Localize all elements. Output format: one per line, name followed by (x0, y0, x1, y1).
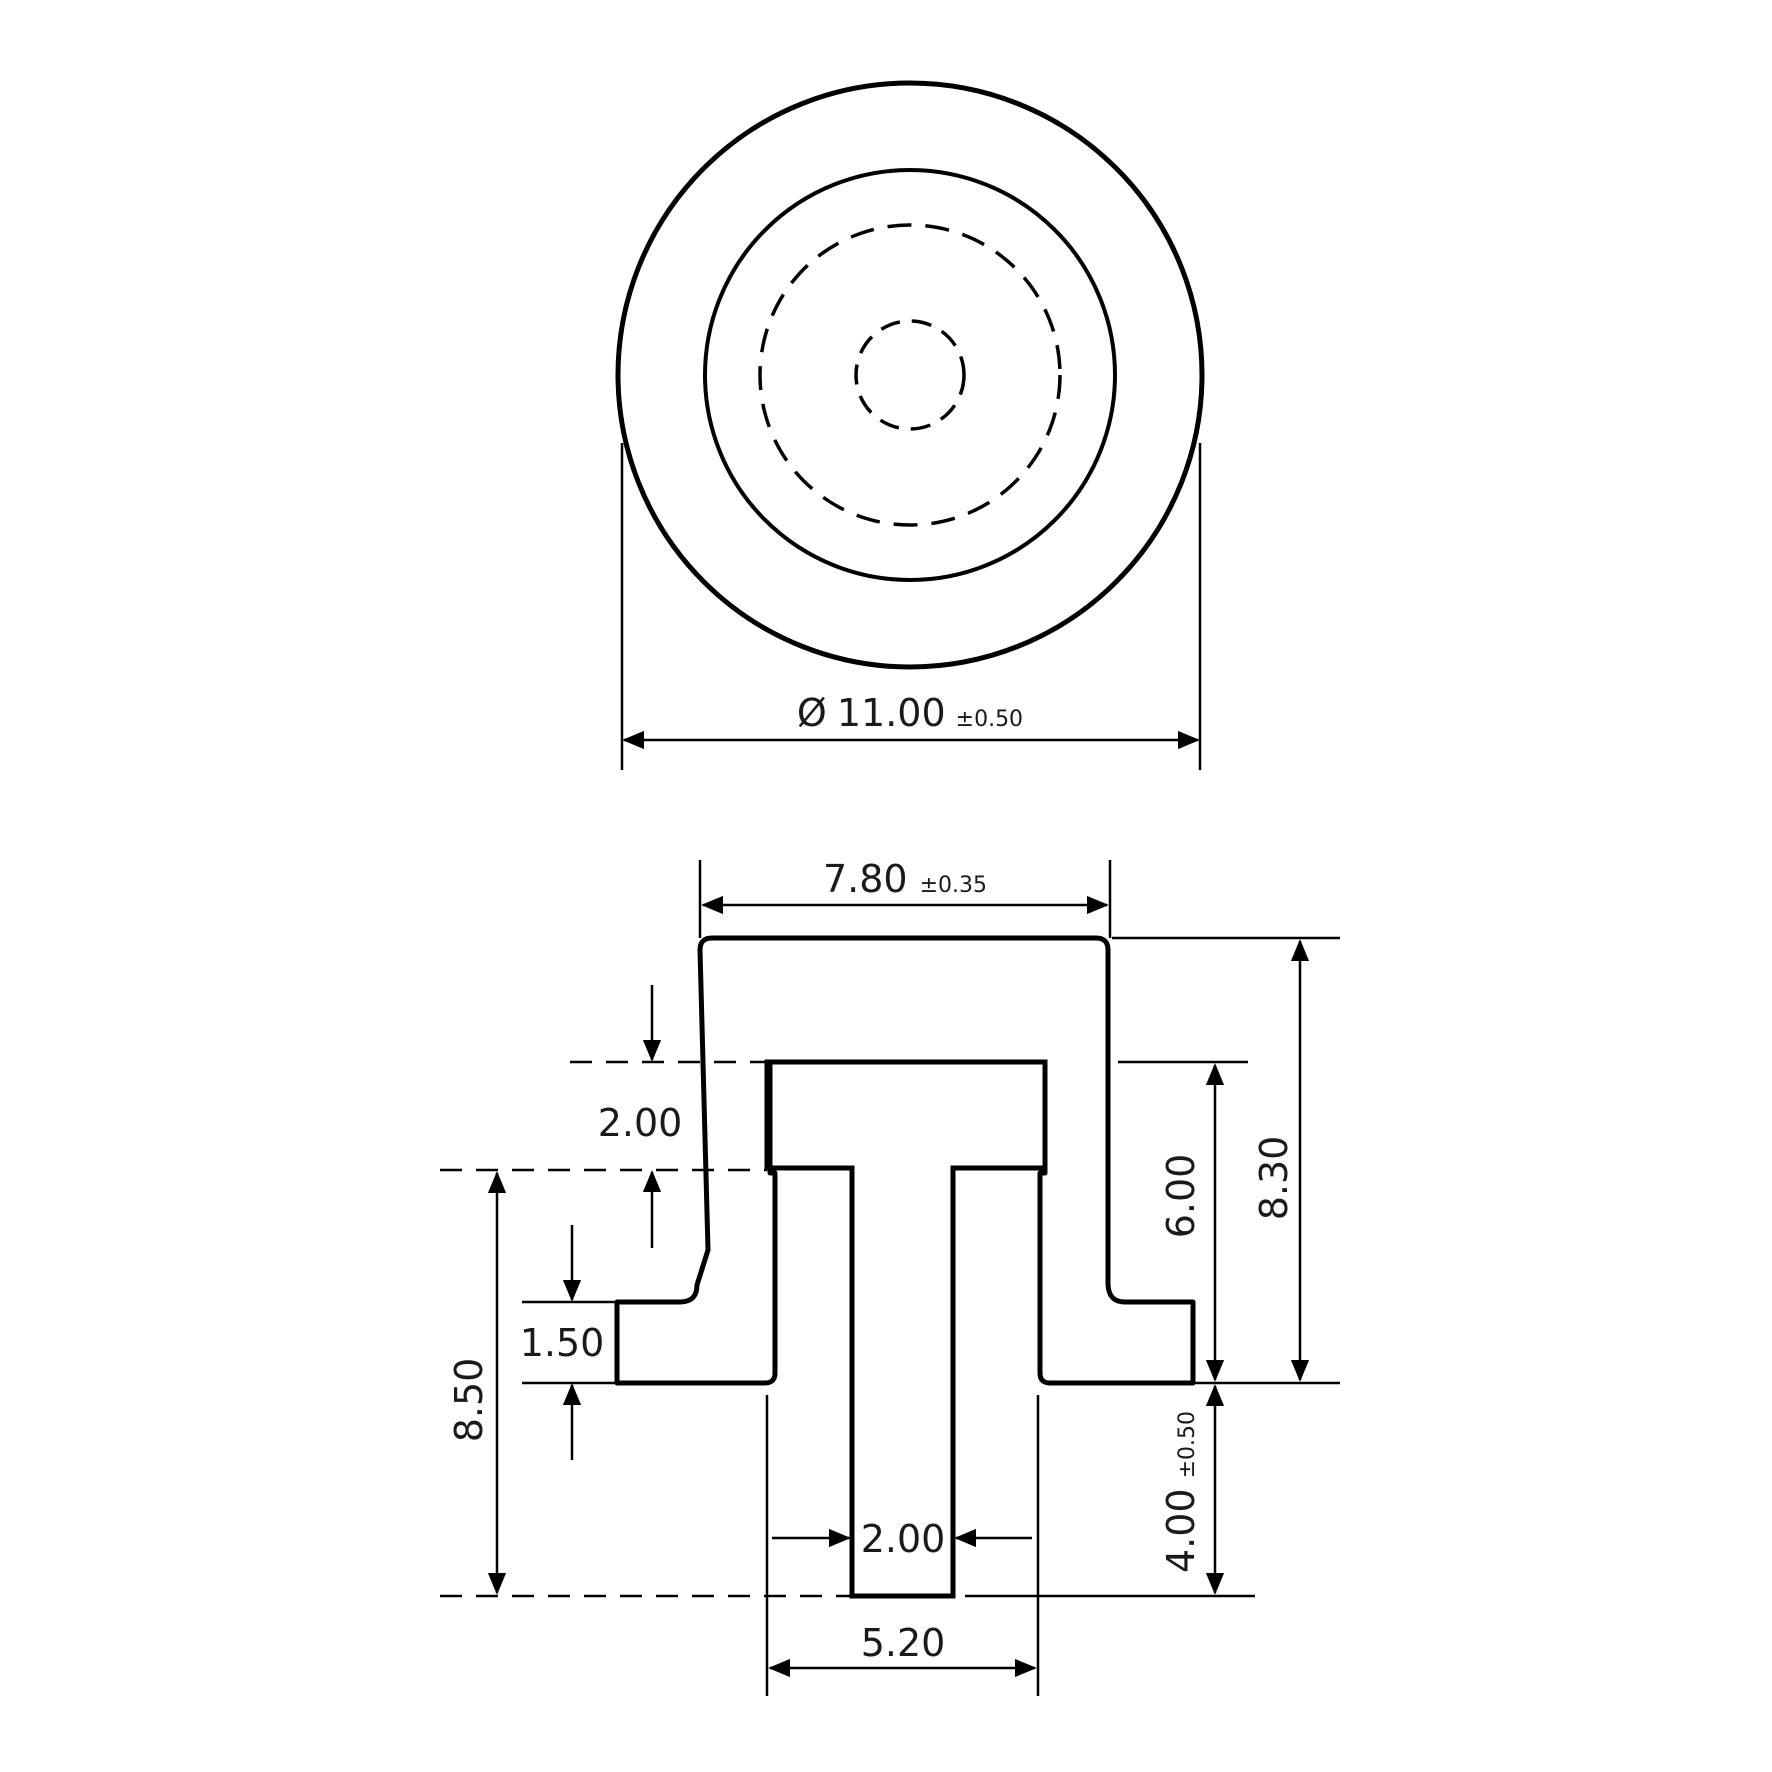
cap-height-label: 2.00 (598, 1101, 683, 1145)
flange-thickness-label: 1.50 (520, 1321, 605, 1365)
pin-width-label: 2.00 (861, 1517, 946, 1561)
left-height-label: 8.50 (447, 1358, 491, 1443)
side-view (440, 860, 1340, 1696)
body-height-label: 8.30 (1252, 1136, 1296, 1221)
hidden-circle-small (854, 319, 966, 431)
inner-height-label: 6.00 (1159, 1154, 1203, 1239)
outer-circle (615, 80, 1205, 670)
body-outline (614, 935, 1196, 1386)
stem-width-label: 5.20 (861, 1621, 946, 1665)
top-view (615, 80, 1205, 770)
pin-length-label: 4.00±0.50 (1159, 1411, 1203, 1573)
inner-circle (703, 168, 1117, 582)
hidden-circle-large (758, 223, 1062, 527)
inner-t-cavity (764, 1059, 1048, 1599)
top-width-label: 7.80±0.35 (823, 857, 987, 901)
